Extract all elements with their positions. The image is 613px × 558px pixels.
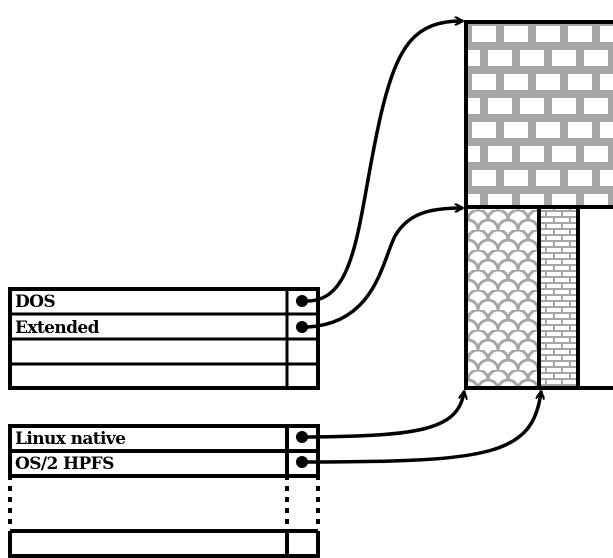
os2-hpfs-partition-region xyxy=(541,208,577,389)
table-row-label: Extended xyxy=(15,318,100,338)
continuation-dots xyxy=(10,486,318,526)
table-row-label: Linux native xyxy=(15,429,126,449)
linux-native-partition-region xyxy=(468,208,538,389)
pointer-dot xyxy=(296,321,308,333)
dos-partition-region xyxy=(468,22,613,206)
table-row-label: OS/2 HPFS xyxy=(15,454,114,474)
table-row-label: DOS xyxy=(15,292,55,312)
free-space-region xyxy=(579,208,613,389)
pointer-dot xyxy=(296,456,308,468)
primary-partition-table: DOS Extended xyxy=(10,289,318,388)
arrow-linux-native xyxy=(308,392,464,437)
disk xyxy=(466,20,613,390)
arrow-extended xyxy=(308,208,462,327)
pointer-dot xyxy=(296,295,308,307)
pointer-dot xyxy=(296,431,308,443)
extended-partition-table: Linux native OS/2 HPFS xyxy=(10,426,318,556)
